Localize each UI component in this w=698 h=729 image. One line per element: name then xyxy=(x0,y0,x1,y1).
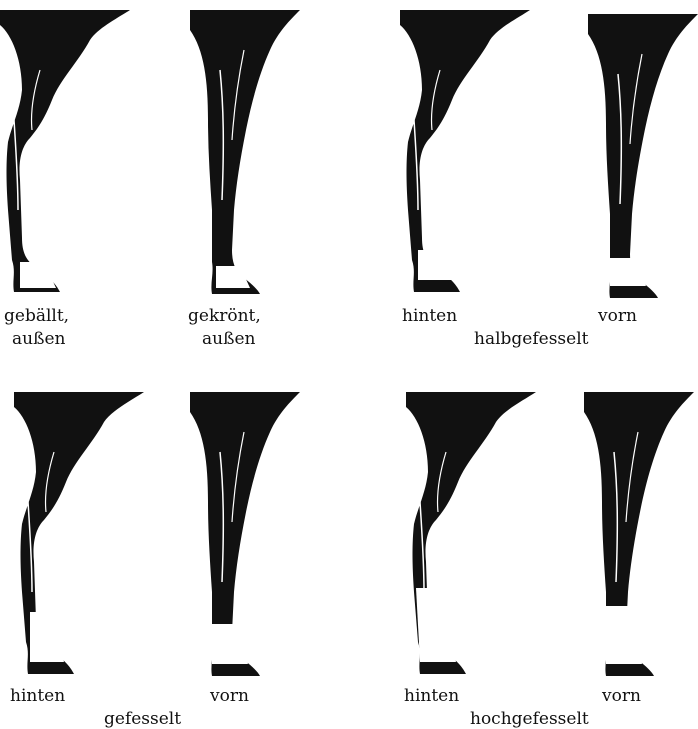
label-aussen-2: außen xyxy=(202,331,255,348)
marking-white xyxy=(610,258,646,286)
label-hinten-hoch: hinten xyxy=(404,688,459,705)
marking-white xyxy=(30,612,64,662)
leg-hochgefesselt-front xyxy=(584,392,694,676)
label-vorn-hoch: vorn xyxy=(602,688,641,705)
leg-halbgefesselt-front xyxy=(588,14,698,298)
label-hinten-halb: hinten xyxy=(402,308,457,325)
label-geballt: gebällt, xyxy=(4,308,69,325)
marking-white xyxy=(606,606,642,664)
marking-white xyxy=(416,588,456,662)
marking-white xyxy=(212,624,248,664)
label-gekroent: gekrönt, xyxy=(188,308,261,325)
marking-white xyxy=(418,250,454,280)
leg-geballt-hind xyxy=(0,10,130,292)
caption-halbgefesselt: halbgefesselt xyxy=(474,331,588,348)
label-vorn-gef: vorn xyxy=(210,688,249,705)
leg-gefesselt-front xyxy=(190,392,300,676)
caption-hochgefesselt: hochgefesselt xyxy=(470,711,589,728)
leg-gekroent-front xyxy=(190,10,300,294)
leg-hochgefesselt-hind xyxy=(406,392,536,674)
marking-white xyxy=(216,266,250,288)
marking-white xyxy=(20,262,56,288)
label-vorn-halb: vorn xyxy=(598,308,637,325)
leg-halbgefesselt-hind xyxy=(400,10,530,292)
leg-gefesselt-hind xyxy=(14,392,144,674)
label-hinten-gef: hinten xyxy=(10,688,65,705)
caption-gefesselt: gefesselt xyxy=(104,711,181,728)
label-aussen-1: außen xyxy=(12,331,65,348)
